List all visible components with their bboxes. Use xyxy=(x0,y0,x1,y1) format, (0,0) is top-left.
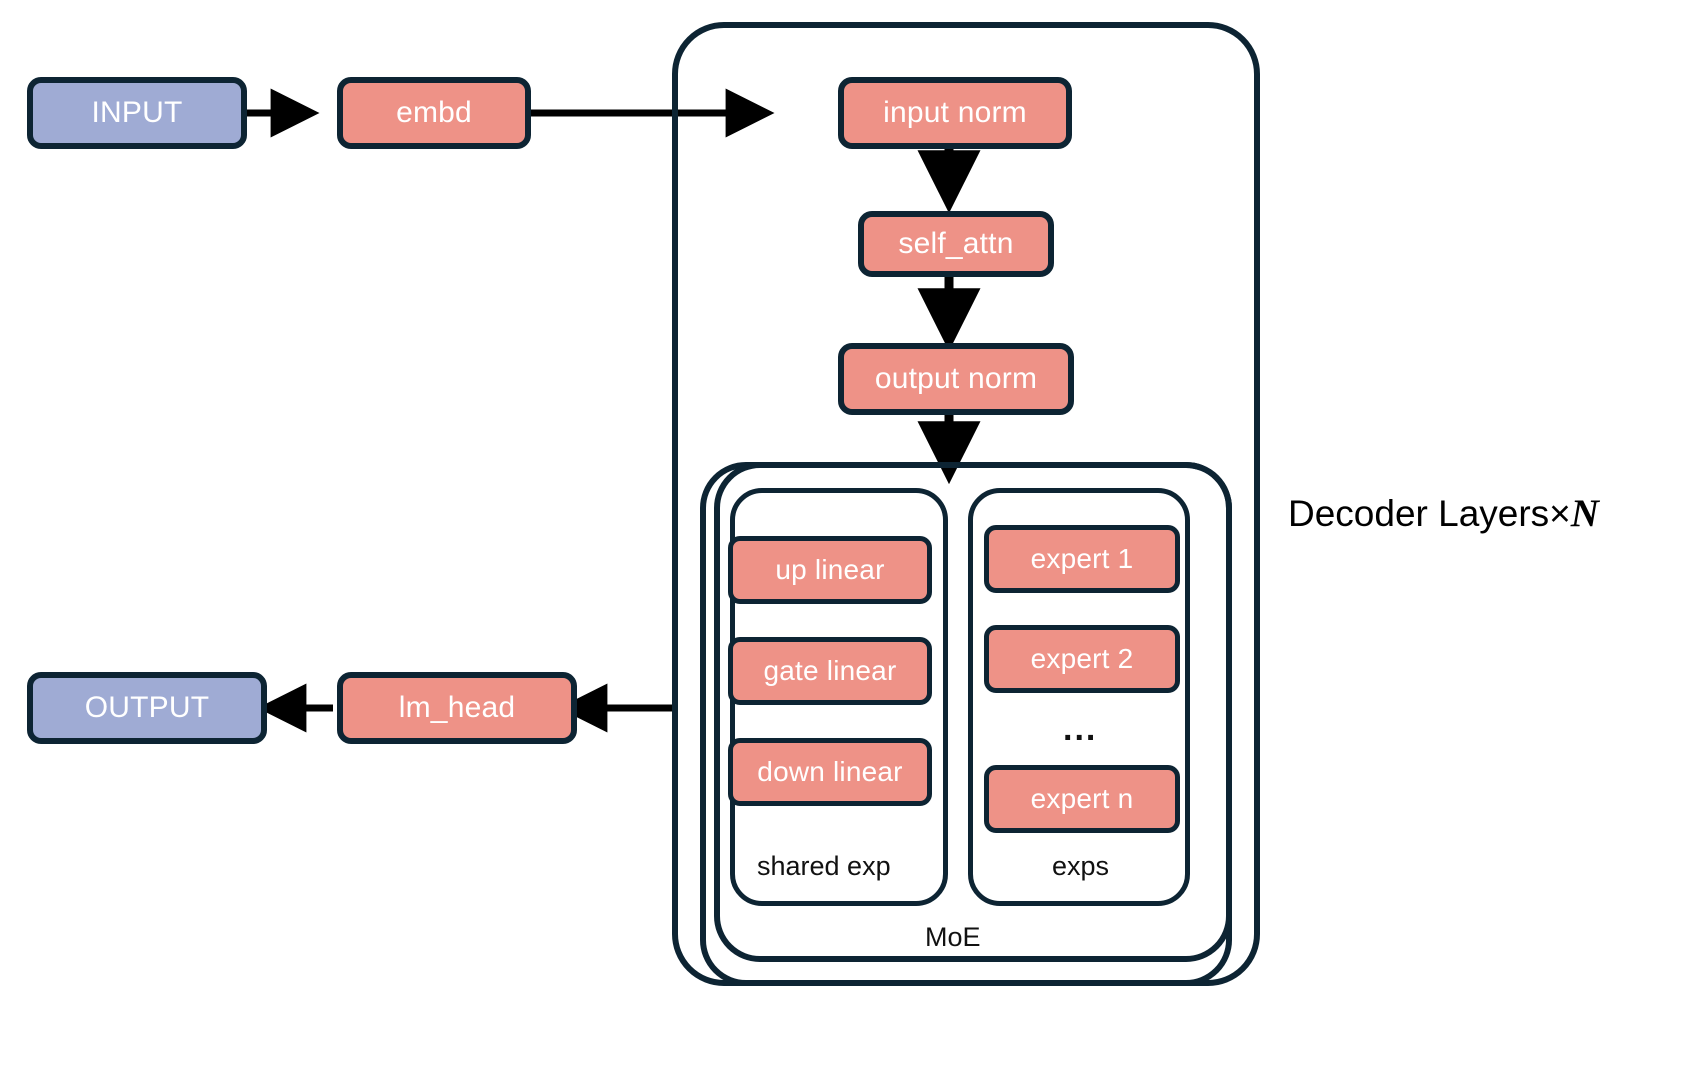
node-self-attn[interactable]: self_attn xyxy=(858,211,1054,277)
node-input-label: INPUT xyxy=(91,96,183,129)
node-input[interactable]: INPUT xyxy=(27,77,247,149)
node-expert-n[interactable]: expert n xyxy=(984,765,1180,833)
node-lm-head[interactable]: lm_head xyxy=(337,672,577,744)
node-output-label: OUTPUT xyxy=(84,691,210,724)
node-embd-label: embd xyxy=(396,96,472,129)
expert-ellipsis: ... xyxy=(1063,710,1098,748)
decoder-layers-text: Decoder Layers× xyxy=(1288,493,1571,534)
experts-group xyxy=(968,488,1190,906)
node-output[interactable]: OUTPUT xyxy=(27,672,267,744)
node-up-linear[interactable]: up linear xyxy=(728,536,932,604)
decoder-layers-count: N xyxy=(1570,492,1599,535)
node-expert-1-label: expert 1 xyxy=(1030,543,1134,574)
node-up-linear-label: up linear xyxy=(775,554,885,585)
node-expert-2-label: expert 2 xyxy=(1030,643,1134,674)
node-down-linear-label: down linear xyxy=(757,756,903,787)
shared-exp-caption: shared exp xyxy=(757,851,891,881)
node-expert-n-label: expert n xyxy=(1030,783,1134,814)
exps-caption: exps xyxy=(1052,851,1110,881)
node-output-norm[interactable]: output norm xyxy=(838,343,1074,415)
node-embd[interactable]: embd xyxy=(337,77,531,149)
node-expert-1[interactable]: expert 1 xyxy=(984,525,1180,593)
node-gate-linear-label: gate linear xyxy=(763,655,897,686)
node-expert-2[interactable]: expert 2 xyxy=(984,625,1180,693)
node-gate-linear[interactable]: gate linear xyxy=(728,637,932,705)
moe-caption: MoE xyxy=(925,922,981,952)
node-self-attn-label: self_attn xyxy=(898,227,1014,260)
decoder-layers-caption: Decoder Layers×N xyxy=(1288,494,1599,533)
node-down-linear[interactable]: down linear xyxy=(728,738,932,806)
node-output-norm-label: output norm xyxy=(874,362,1038,395)
moe-container-inner xyxy=(714,462,1232,962)
node-lm-head-label: lm_head xyxy=(398,691,516,724)
node-input-norm[interactable]: input norm xyxy=(838,77,1072,149)
node-input-norm-label: input norm xyxy=(883,96,1027,129)
